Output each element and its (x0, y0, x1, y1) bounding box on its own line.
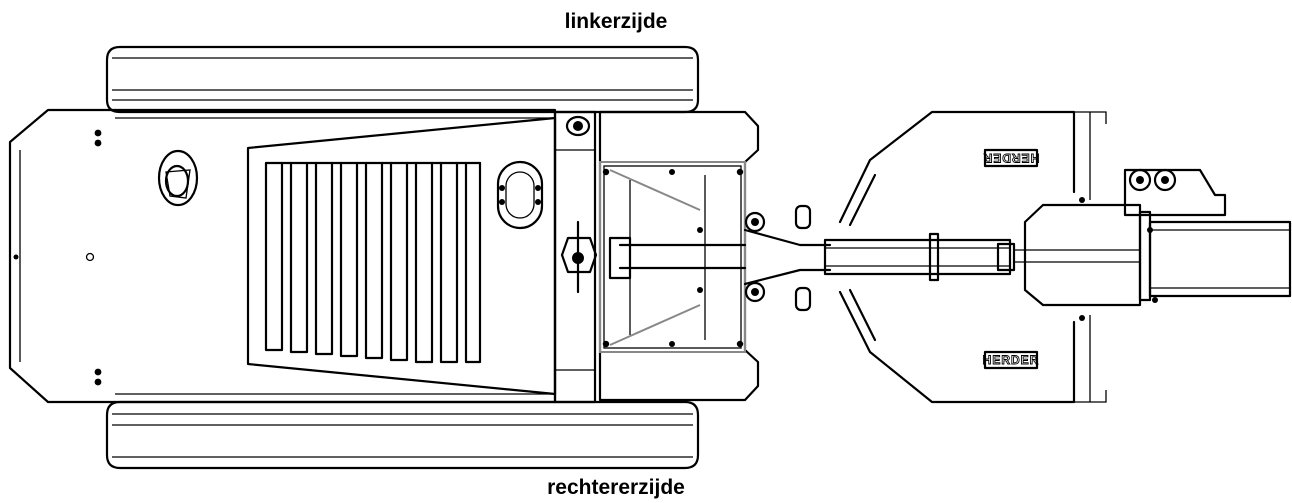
boom-arm (823, 232, 1016, 282)
front-cover (8, 108, 117, 404)
brand-text-bottom: HERDER (983, 353, 1040, 367)
right-side-label: rechtererzijde (547, 476, 685, 499)
fuel-cap (157, 149, 199, 207)
inspection-hatch (496, 160, 544, 230)
mulcher-head (1015, 168, 1292, 307)
left-track (105, 45, 700, 114)
right-track (105, 400, 700, 470)
brand-text-top: HERDER (983, 151, 1040, 165)
left-side-label: linkerzijde (564, 10, 668, 33)
mulcher-deck (838, 110, 1107, 404)
swing-frame (598, 110, 760, 402)
engine-cover (246, 116, 557, 396)
main-body (113, 108, 557, 404)
brand-plate-bottom: HERDER (982, 350, 1040, 370)
brand-plate-top: HERDER (982, 148, 1040, 168)
boom-pivot (743, 204, 832, 312)
hinge-plate (553, 110, 598, 404)
